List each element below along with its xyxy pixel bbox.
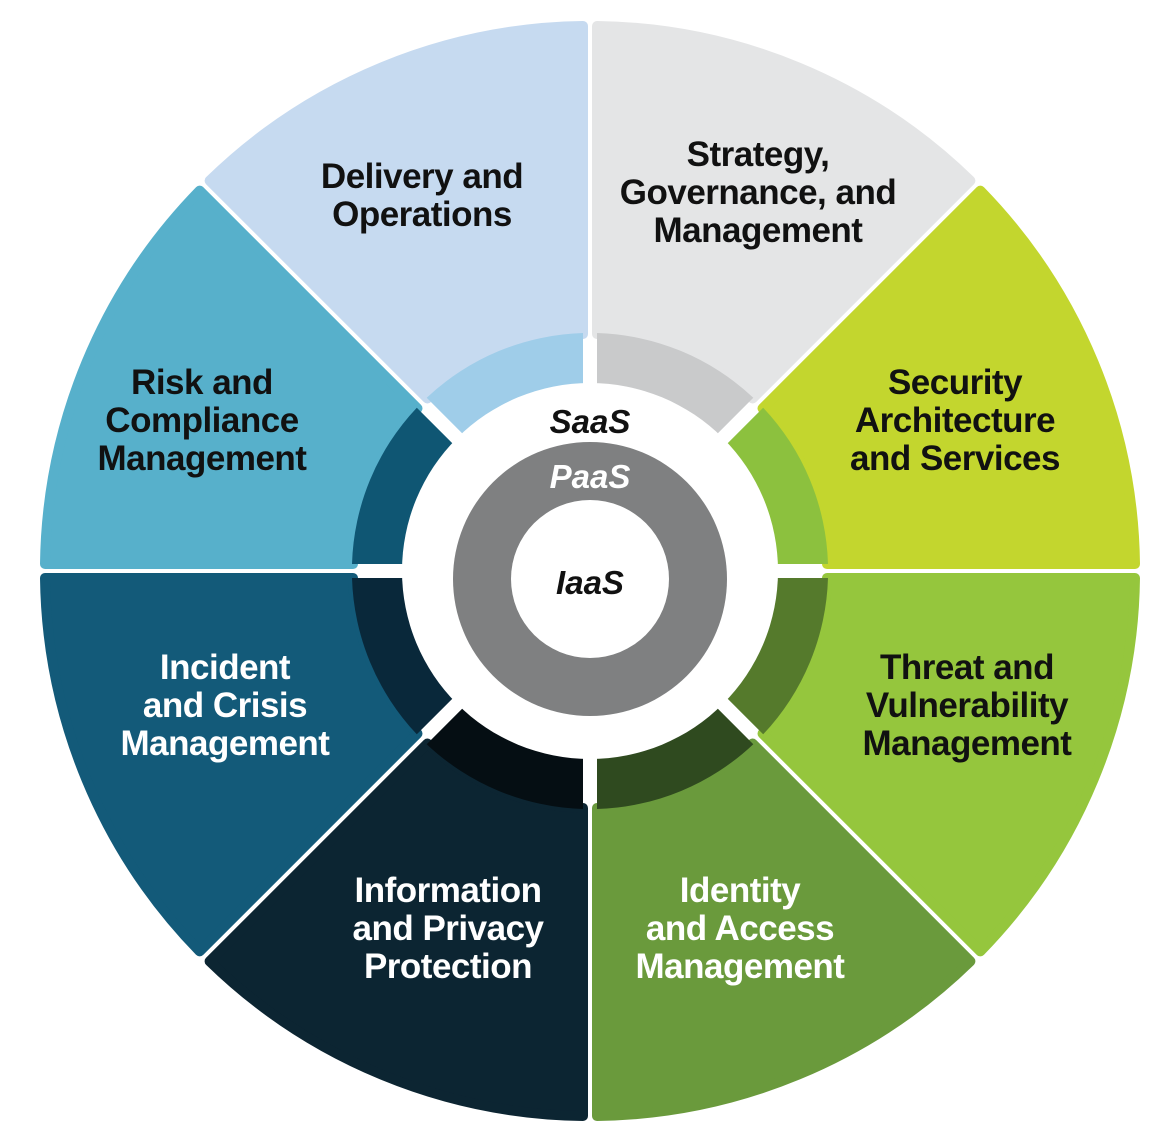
segment-label-line: Risk and [131, 363, 273, 402]
segment-band-incident-crisis [352, 578, 456, 735]
segment-band-threat-vulnerability [724, 578, 828, 735]
segment-label-line: Identity [680, 871, 801, 910]
segment-label-line: Operations [332, 195, 512, 234]
segment-label-line: Governance, and [620, 173, 896, 212]
center-hub: SaaS PaaS IaaS [402, 383, 778, 759]
segments-layer [40, 21, 1140, 1121]
segment-label-line: Information [355, 871, 542, 910]
segment-label-line: Management [98, 439, 308, 478]
segment-band-information-privacy [426, 705, 583, 809]
segment-label-line: and Crisis [143, 686, 307, 725]
segment-label-line: Vulnerability [866, 686, 1069, 725]
segment-label-line: and Services [850, 439, 1060, 478]
segment-band-risk-compliance [352, 407, 456, 564]
segment-label-line: Incident [160, 648, 291, 687]
segment-band-security-architecture [724, 407, 828, 564]
segment-band-strategy [597, 333, 754, 437]
segment-label-line: Management [636, 947, 846, 986]
segment-label-line: and Privacy [353, 909, 545, 948]
segment-label-line: and Access [646, 909, 834, 948]
segment-label-line: Protection [364, 947, 532, 986]
segment-label-line: Management [121, 724, 331, 763]
iaas-label: IaaS [556, 564, 624, 601]
paas-label: PaaS [550, 458, 631, 495]
segment-label-line: Threat and [880, 648, 1054, 687]
iaas-core-disc [511, 500, 669, 658]
segment-label-line: Strategy, [687, 135, 830, 174]
segment-label-line: Compliance [105, 401, 298, 440]
segment-band-identity-access [597, 705, 754, 809]
segment-band-delivery-operations [426, 333, 583, 437]
segment-label-line: Delivery and [321, 157, 523, 196]
segment-label-line: Management [654, 211, 864, 250]
segment-label-line: Security [888, 363, 1023, 402]
segment-label-line: Management [863, 724, 1073, 763]
saas-label: SaaS [550, 403, 631, 440]
segment-label-line: Architecture [855, 401, 1055, 440]
